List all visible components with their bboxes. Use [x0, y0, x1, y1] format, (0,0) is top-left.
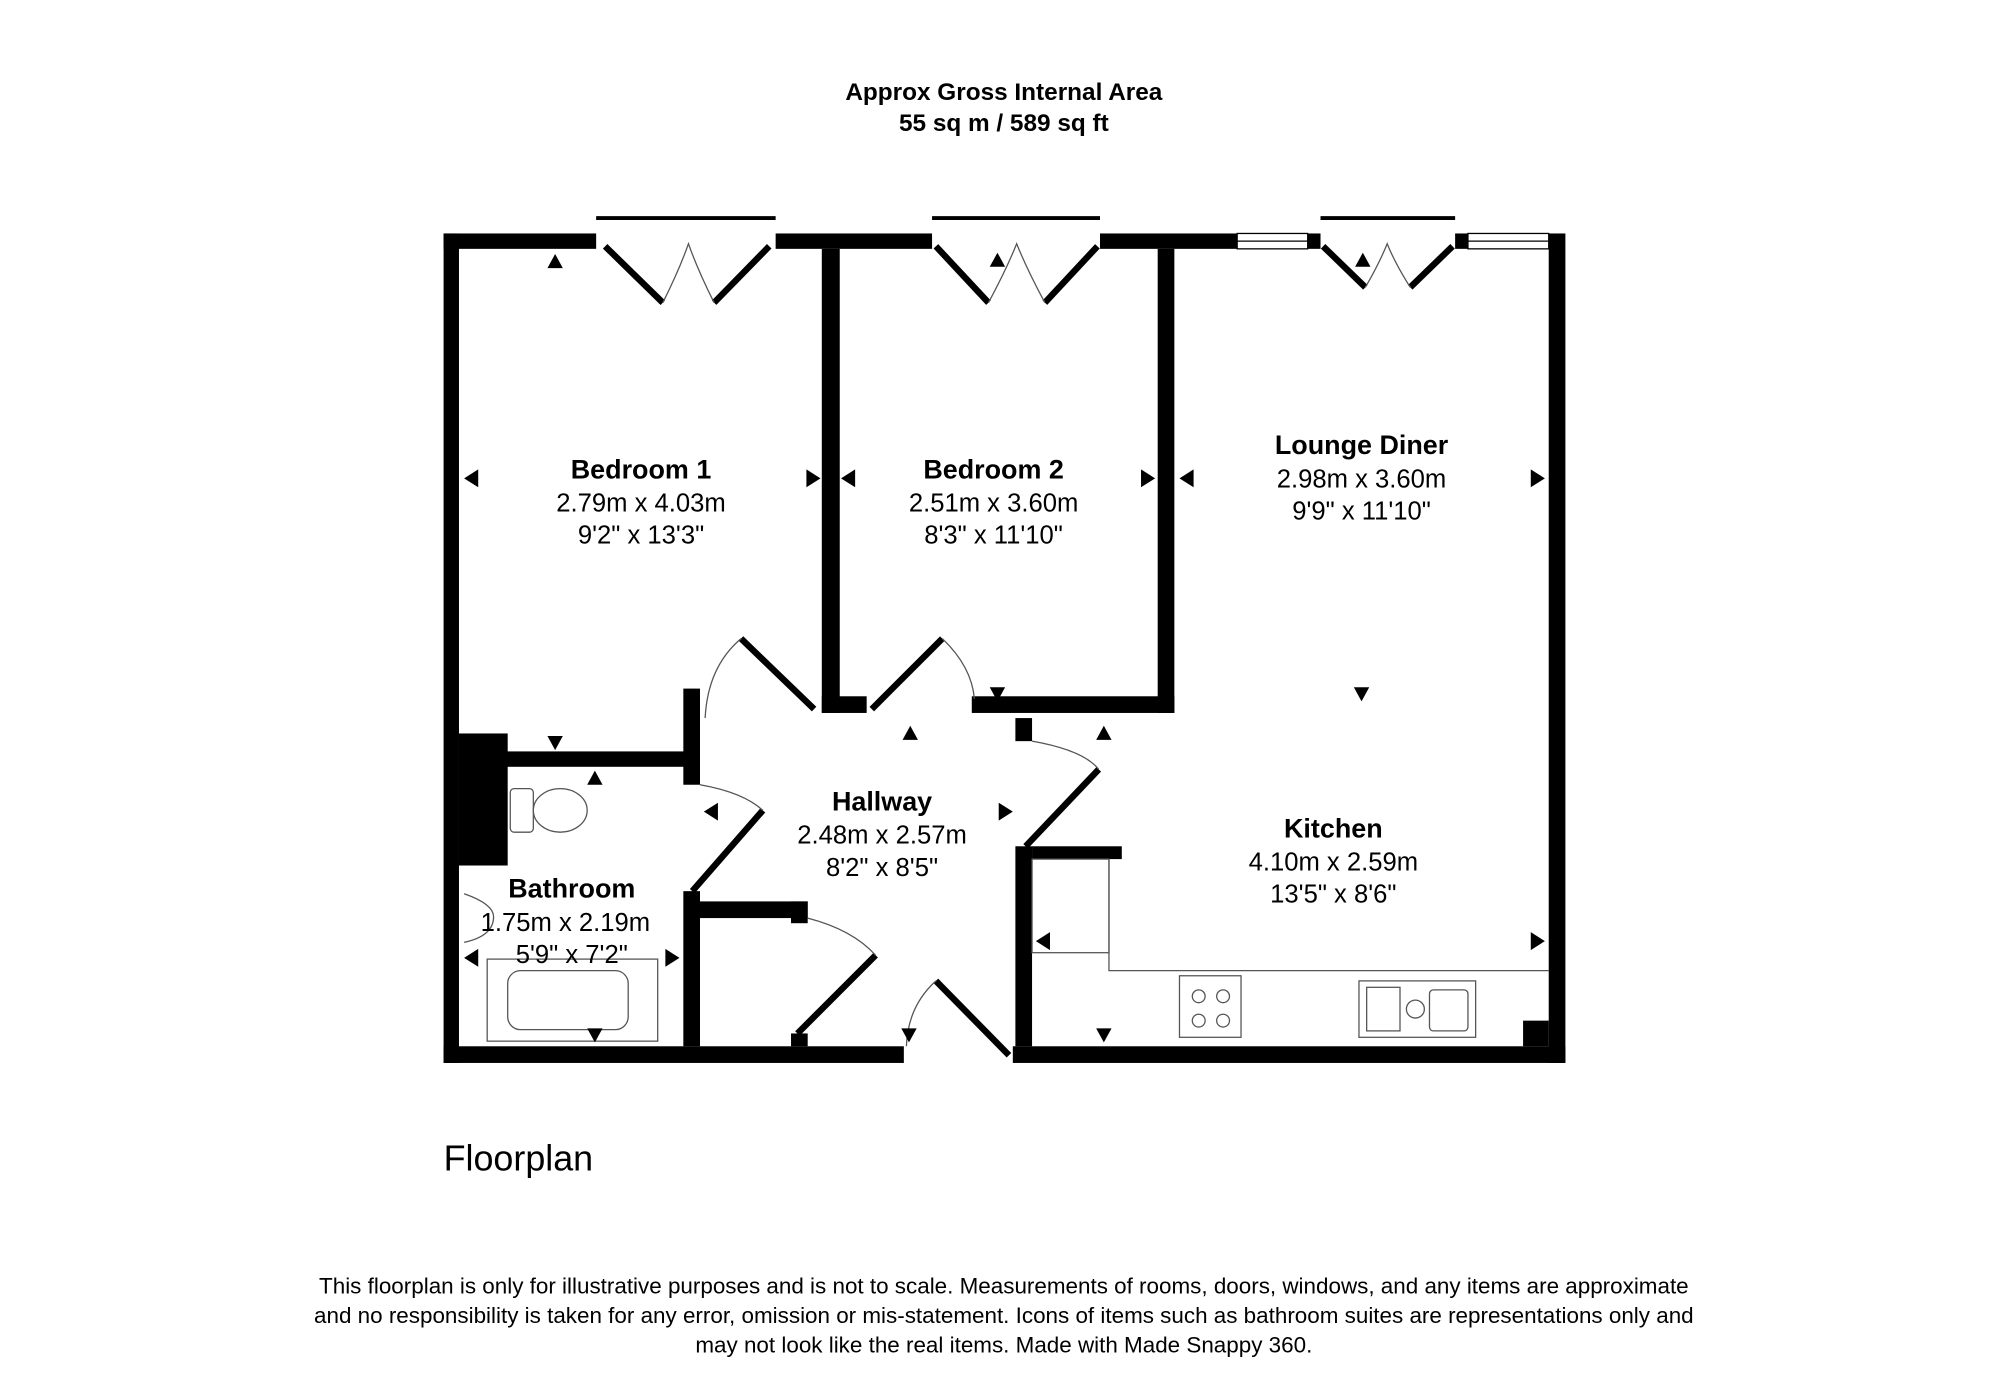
basin-icon — [463, 893, 495, 944]
svg-text:Bedroom 1: Bedroom 1 — [571, 454, 712, 484]
dimension-arrows — [464, 252, 1545, 1043]
svg-text:Hallway: Hallway — [832, 786, 932, 816]
svg-text:Bathroom: Bathroom — [508, 874, 635, 904]
svg-text:Lounge Diner: Lounge Diner — [1275, 430, 1449, 460]
svg-text:2.79m x 4.03m: 2.79m x 4.03m — [556, 490, 726, 518]
room-bedroom-2: Bedroom 2 2.51m x 3.60m 8'3" x 11'10" — [909, 454, 1079, 549]
svg-text:8'2" x 8'5": 8'2" x 8'5" — [826, 854, 938, 882]
fixtures — [463, 787, 1549, 1042]
floor-label: Floorplan — [444, 1139, 594, 1179]
svg-text:4.10m x 2.59m: 4.10m x 2.59m — [1249, 849, 1418, 877]
svg-text:This floorplan is only for ill: This floorplan is only for illustrative … — [319, 1274, 1689, 1299]
svg-text:8'3" x 11'10": 8'3" x 11'10" — [924, 522, 1063, 550]
svg-text:13'5" x 8'6": 13'5" x 8'6" — [1270, 881, 1396, 909]
disclaimer: This floorplan is only for illustrative … — [314, 1274, 1694, 1358]
svg-text:may not look like the real ite: may not look like the real items. Made w… — [695, 1333, 1312, 1358]
sink-icon — [1358, 980, 1477, 1038]
hob-icon — [1178, 975, 1242, 1038]
svg-text:2.98m x 3.60m: 2.98m x 3.60m — [1277, 465, 1447, 493]
svg-text:2.48m x 2.57m: 2.48m x 2.57m — [797, 822, 967, 850]
svg-text:2.51m x 3.60m: 2.51m x 3.60m — [909, 490, 1079, 518]
svg-text:1.75m x 2.19m: 1.75m x 2.19m — [481, 909, 651, 937]
area-value: 55 sq m / 589 sq ft — [899, 110, 1109, 137]
svg-text:9'2" x 13'3": 9'2" x 13'3" — [578, 522, 704, 550]
toilet-icon — [509, 787, 534, 833]
svg-text:9'9" x 11'10": 9'9" x 11'10" — [1292, 497, 1431, 525]
room-bedroom-1: Bedroom 1 2.79m x 4.03m 9'2" x 13'3" — [556, 454, 726, 549]
area-title: Approx Gross Internal Area — [845, 79, 1162, 106]
walls — [443, 233, 1566, 1063]
internal-doors — [689, 636, 1102, 1058]
room-hallway: Hallway 2.48m x 2.57m 8'2" x 8'5" — [797, 786, 967, 881]
svg-text:Bedroom 2: Bedroom 2 — [923, 454, 1064, 484]
svg-text:5'9" x 7'2": 5'9" x 7'2" — [516, 941, 628, 969]
french-doors — [602, 241, 1455, 305]
room-kitchen: Kitchen 4.10m x 2.59m 13'5" x 8'6" — [1249, 813, 1418, 908]
bath-icon — [486, 958, 659, 1042]
svg-text:and no responsibility is taken: and no responsibility is taken for any e… — [314, 1303, 1694, 1328]
windows-glazing — [596, 216, 1550, 250]
room-lounge-diner: Lounge Diner 2.98m x 3.60m 9'9" x 11'10" — [1275, 430, 1449, 525]
room-bathroom: Bathroom 1.75m x 2.19m 5'9" x 7'2" — [481, 874, 651, 969]
svg-text:Kitchen: Kitchen — [1284, 813, 1383, 843]
